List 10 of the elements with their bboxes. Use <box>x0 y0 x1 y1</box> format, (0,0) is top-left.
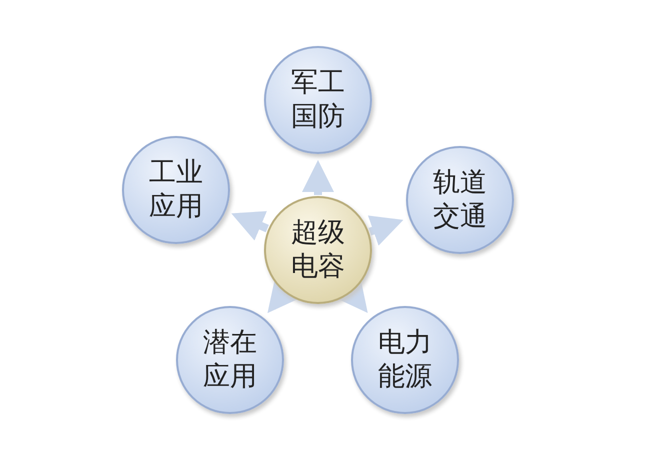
node-label: 超级电容 <box>290 216 346 284</box>
node-label: 电力能源 <box>377 326 433 394</box>
arrow <box>231 211 269 241</box>
node-label: 工业应用 <box>148 156 204 224</box>
node-label: 轨道交通 <box>432 166 488 234</box>
node-label: 军工国防 <box>290 66 346 134</box>
arrow <box>368 215 404 246</box>
circle-node <box>264 196 372 304</box>
arrow <box>302 160 334 195</box>
node-label: 潜在应用 <box>202 326 258 394</box>
